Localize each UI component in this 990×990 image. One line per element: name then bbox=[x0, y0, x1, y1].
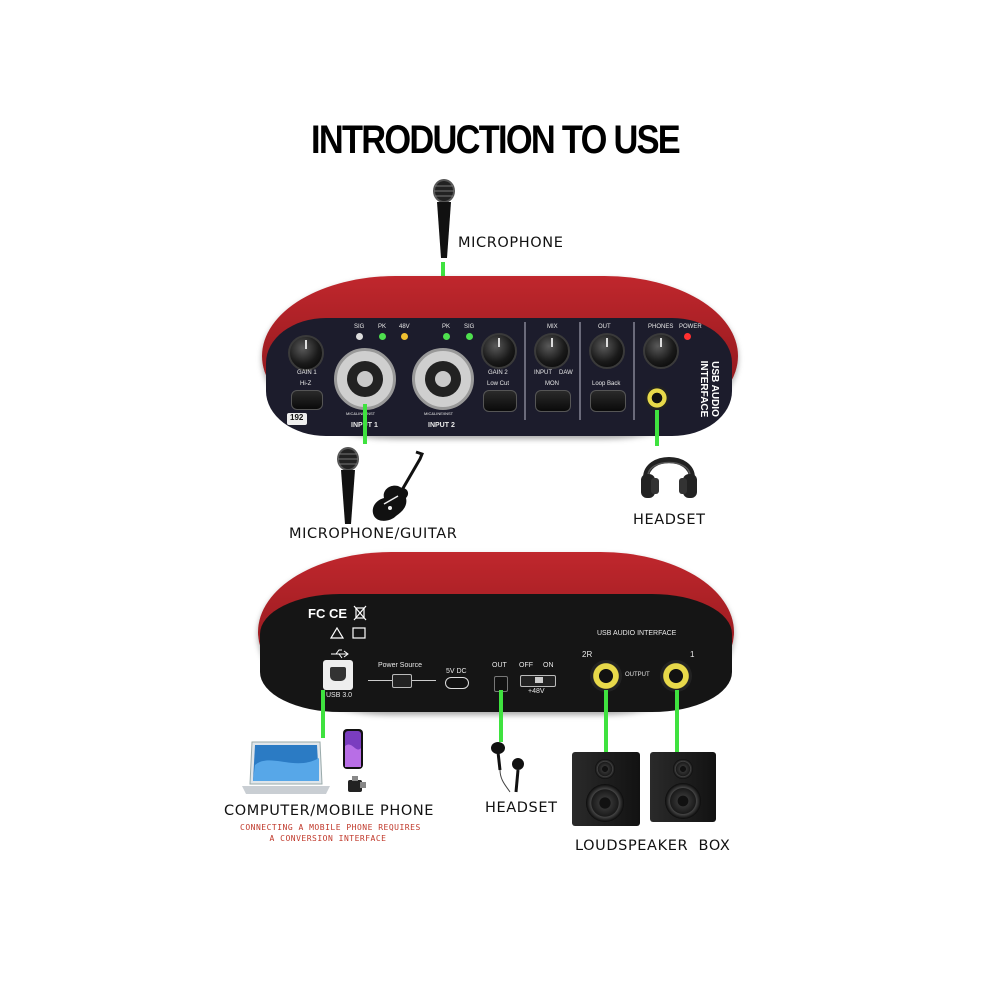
output-2r-connector-line bbox=[604, 690, 608, 754]
weee-icon bbox=[352, 605, 368, 621]
laptop-icon bbox=[240, 740, 332, 796]
output-1-label: 1 bbox=[690, 650, 695, 659]
certification-marks: FC CE bbox=[308, 606, 347, 621]
gain2-label: GAIN 2 bbox=[488, 370, 508, 376]
microphone-icon bbox=[334, 446, 362, 526]
lowcut-button[interactable] bbox=[483, 390, 517, 412]
rear-out-label: OUT bbox=[492, 662, 507, 669]
model-label: 192 bbox=[290, 413, 304, 422]
input2-type-label: MIC&LINE/INST bbox=[424, 411, 454, 416]
output-1-jack[interactable] bbox=[660, 660, 692, 692]
loopback-label: Loop Back bbox=[592, 381, 621, 387]
conversion-note-line2: A CONVERSION INTERFACE bbox=[269, 834, 387, 843]
phantom-rear-label: +48V bbox=[528, 688, 545, 695]
gain1-label: GAIN 1 bbox=[297, 370, 317, 376]
rear-headset-label: HEADSET bbox=[485, 800, 558, 816]
speaker-right-icon bbox=[650, 752, 716, 822]
off-label: OFF bbox=[519, 662, 533, 669]
sig-label: SIG bbox=[354, 324, 365, 330]
hiz-button[interactable] bbox=[291, 390, 323, 410]
sig2-led bbox=[466, 333, 473, 340]
phantom-switch[interactable] bbox=[520, 675, 556, 687]
input1-combo-jack[interactable] bbox=[334, 348, 396, 410]
power-source-label: Power Source bbox=[378, 662, 422, 669]
input2-combo-jack[interactable] bbox=[412, 348, 474, 410]
mic-guitar-label: MICROPHONE/GUITAR bbox=[289, 526, 458, 542]
brand-line2: INTERFACE bbox=[698, 360, 709, 418]
microphone-label: MICROPHONE bbox=[458, 235, 564, 251]
lowcut-label: Low Cut bbox=[487, 381, 510, 387]
input1-connector-line bbox=[363, 404, 367, 444]
rear-panel bbox=[260, 594, 732, 712]
power-label: POWER bbox=[679, 324, 702, 330]
phones-knob[interactable] bbox=[643, 333, 679, 369]
model-badge: 192 bbox=[287, 413, 307, 425]
phones-connector-line bbox=[655, 410, 659, 446]
phantom-led bbox=[401, 333, 408, 340]
rear-title-label: USB AUDIO INTERFACE bbox=[597, 630, 677, 637]
usb-icon bbox=[330, 646, 350, 659]
loopback-button[interactable] bbox=[590, 390, 626, 412]
microphone-icon bbox=[430, 178, 458, 260]
earphones-icon bbox=[486, 740, 530, 794]
phantom-label: 48V bbox=[399, 324, 410, 330]
compliance-icon bbox=[329, 626, 345, 639]
pk2-label: PK bbox=[442, 324, 451, 330]
phones-label: PHONES bbox=[648, 324, 674, 330]
panel-divider bbox=[579, 322, 581, 420]
usb-b-port[interactable] bbox=[323, 660, 353, 690]
recycle-icon bbox=[352, 626, 366, 639]
pk-led bbox=[379, 333, 386, 340]
mix-daw-label: DAW bbox=[559, 370, 573, 376]
speaker-left-icon bbox=[572, 752, 640, 826]
gain1-knob[interactable] bbox=[288, 335, 324, 371]
panel-divider bbox=[524, 322, 526, 420]
usb-label: USB 3.0 bbox=[326, 692, 353, 699]
page-title: INTRODUCTION TO USE bbox=[310, 118, 681, 162]
sig-led bbox=[356, 333, 363, 340]
input1-type-label: MIC&LINE/INST bbox=[346, 411, 376, 416]
output-2r-label: 2R bbox=[582, 650, 593, 659]
phones-jack[interactable] bbox=[645, 386, 669, 410]
mix-input-label: INPUT bbox=[534, 370, 552, 376]
output-label: OUTPUT bbox=[625, 672, 650, 678]
headset-connector-line bbox=[499, 690, 503, 742]
loudspeaker-label: LOUDSPEAKER BOX bbox=[575, 838, 731, 854]
headset-label: HEADSET bbox=[633, 512, 706, 528]
power-led bbox=[684, 333, 691, 340]
guitar-icon bbox=[368, 450, 428, 524]
pk2-led bbox=[443, 333, 450, 340]
mix-label: MIX bbox=[547, 324, 558, 330]
out-label: OUT bbox=[598, 324, 611, 330]
sig2-label: SIG bbox=[464, 324, 475, 330]
hiz-label: Hi-Z bbox=[300, 381, 312, 387]
smartphone-icon bbox=[342, 728, 364, 770]
mix-knob[interactable] bbox=[534, 333, 570, 369]
conversion-note-line1: CONNECTING A MOBILE PHONE REQUIRES bbox=[240, 823, 421, 832]
mon-button[interactable] bbox=[535, 390, 571, 412]
output-2r-jack[interactable] bbox=[590, 660, 622, 692]
power-source-switch[interactable] bbox=[392, 674, 412, 688]
output-1-connector-line bbox=[675, 690, 679, 754]
panel-divider bbox=[633, 322, 635, 420]
headphones-icon bbox=[638, 442, 700, 502]
out-knob[interactable] bbox=[589, 333, 625, 369]
certs-label: FC CE bbox=[308, 606, 347, 621]
dc-label: 5V DC bbox=[446, 668, 467, 675]
mon-label: MON bbox=[545, 381, 559, 387]
gain2-knob[interactable] bbox=[481, 333, 517, 369]
pk-label: PK bbox=[378, 324, 387, 330]
on-label: ON bbox=[543, 662, 554, 669]
usb-adapter-icon bbox=[346, 774, 368, 796]
brand-line1: USB AUDIO bbox=[709, 361, 720, 417]
computer-phone-label: COMPUTER/MOBILE PHONE bbox=[224, 803, 435, 819]
input2-label: INPUT 2 bbox=[428, 422, 455, 429]
brand-label: USB AUDIO INTERFACE bbox=[686, 356, 720, 422]
dc-port[interactable] bbox=[445, 677, 469, 689]
usb-connector-line bbox=[321, 690, 325, 738]
